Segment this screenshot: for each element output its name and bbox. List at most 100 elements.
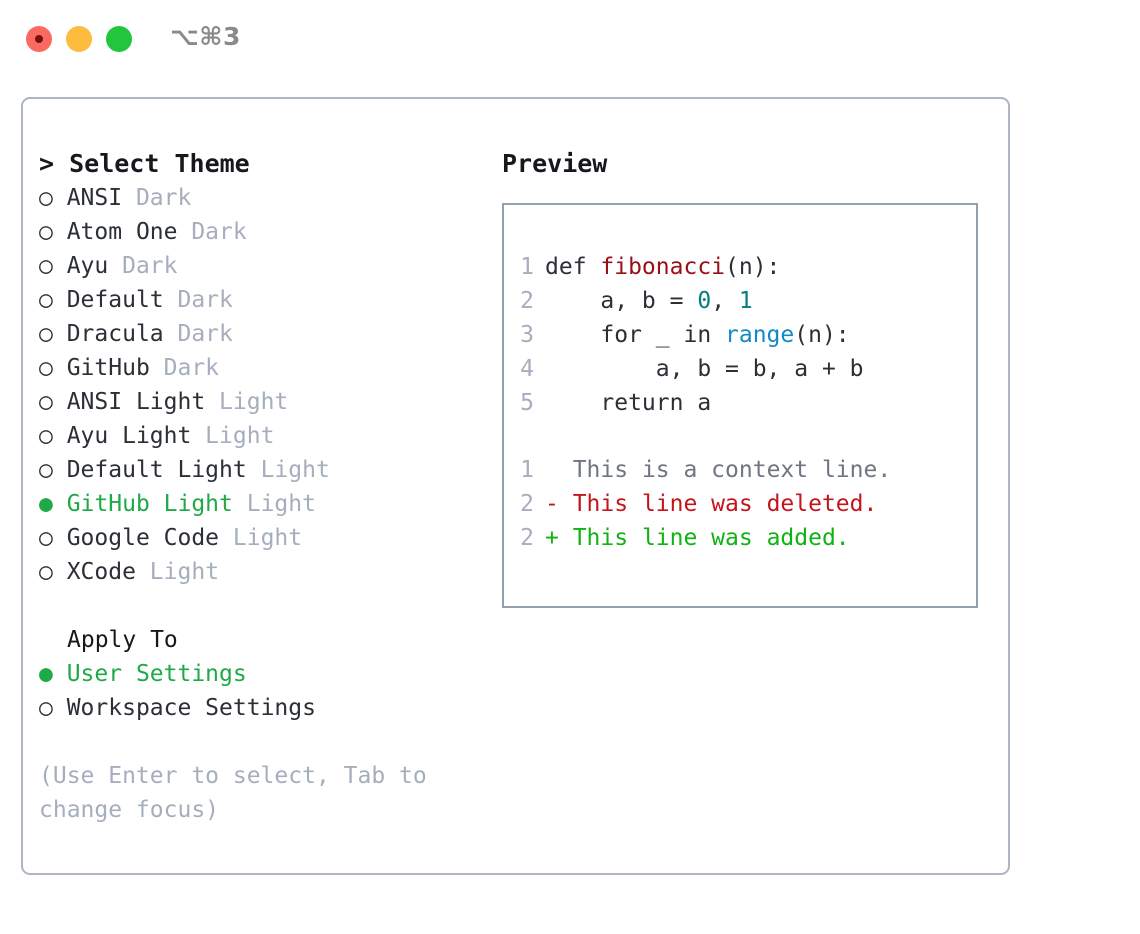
option-label: Ayu xyxy=(66,253,109,279)
code-token: (n): xyxy=(725,254,781,280)
option-variant-tag: Light xyxy=(219,525,303,551)
theme-option-7[interactable]: ○ Ayu Light Light xyxy=(39,419,489,453)
diff-text: This line was added. xyxy=(572,525,850,551)
radio-unselected-icon: ○ xyxy=(39,287,67,313)
diff-text: This line was deleted. xyxy=(572,491,878,517)
radio-unselected-icon: ○ xyxy=(39,695,67,721)
diff-text: This is a context line. xyxy=(572,457,892,483)
select-theme-heading: > Select Theme xyxy=(39,149,250,178)
code-token: return a xyxy=(545,390,712,416)
minimize-button-icon[interactable] xyxy=(66,26,92,52)
theme-option-6[interactable]: ○ ANSI Light Light xyxy=(39,385,489,419)
option-label: Atom One xyxy=(66,219,178,245)
option-label: XCode xyxy=(66,559,136,585)
option-variant-tag: Dark xyxy=(177,219,247,245)
keyboard-hint-text: (Use Enter to select, Tab to change focu… xyxy=(39,763,427,823)
diff-sample: 1 This is a context line.2- This line wa… xyxy=(520,453,891,555)
diff-line-number: 2 xyxy=(520,491,534,517)
code-token: 0 xyxy=(697,288,712,314)
option-variant-tag: Dark xyxy=(149,355,220,381)
theme-selector-column: > Select Theme ○ ANSI Dark○ Atom One Dar… xyxy=(39,147,489,827)
window-title: ⌥⌘3 xyxy=(170,22,241,51)
code-line: 3 for _ in range(n): xyxy=(520,318,864,352)
option-variant-tag: Light xyxy=(246,457,330,483)
preview-heading: Preview xyxy=(502,149,608,178)
theme-option-9[interactable]: ● GitHub Light Light xyxy=(39,487,489,521)
panel-columns: > Select Theme ○ ANSI Dark○ Atom One Dar… xyxy=(23,99,1008,873)
apply-to-option-1[interactable]: ○ Workspace Settings xyxy=(39,691,489,725)
apply-to-heading: Apply To xyxy=(67,627,178,653)
theme-option-5[interactable]: ○ GitHub Dark xyxy=(39,351,489,385)
diff-marker xyxy=(545,457,573,483)
diff-line: 2+ This line was added. xyxy=(520,521,891,555)
radio-unselected-icon: ○ xyxy=(39,559,67,585)
code-line: 2 a, b = 0, 1 xyxy=(520,284,864,318)
radio-unselected-icon: ○ xyxy=(39,253,67,279)
diff-marker: + xyxy=(545,525,573,551)
code-line-number: 2 xyxy=(520,288,534,314)
option-variant-tag: Dark xyxy=(163,321,233,347)
code-token: range xyxy=(725,322,795,348)
radio-unselected-icon: ○ xyxy=(39,355,67,381)
option-label: Ayu Light xyxy=(66,423,192,449)
apply-to-option-list: ● User Settings○ Workspace Settings xyxy=(39,657,489,725)
radio-unselected-icon: ○ xyxy=(39,457,67,483)
option-variant-tag: Light xyxy=(205,389,289,415)
option-label: ANSI xyxy=(66,185,123,211)
diff-line: 1 This is a context line. xyxy=(520,453,891,487)
code-token: a, b = xyxy=(545,288,698,314)
radio-unselected-icon: ○ xyxy=(39,321,67,347)
radio-unselected-icon: ○ xyxy=(39,389,67,415)
radio-selected-icon: ● xyxy=(39,661,67,687)
code-line: 4 a, b = b, a + b xyxy=(520,352,864,386)
diff-line: 2- This line was deleted. xyxy=(520,487,891,521)
code-token: def xyxy=(545,254,601,280)
option-label: Dracula xyxy=(66,321,164,347)
radio-unselected-icon: ○ xyxy=(39,185,67,211)
radio-unselected-icon: ○ xyxy=(39,219,67,245)
option-label: Workspace Settings xyxy=(66,695,316,721)
theme-option-4[interactable]: ○ Dracula Dark xyxy=(39,317,489,351)
option-variant-tag: Dark xyxy=(108,253,178,279)
close-button-icon[interactable] xyxy=(26,26,52,52)
theme-option-1[interactable]: ○ Atom One Dark xyxy=(39,215,489,249)
option-variant-tag: Dark xyxy=(122,185,192,211)
option-label: Google Code xyxy=(66,525,220,551)
apply-to-option-0[interactable]: ● User Settings xyxy=(39,657,489,691)
code-line: 5 return a xyxy=(520,386,864,420)
code-token: (n): xyxy=(794,322,850,348)
window-titlebar: ⌥⌘3 xyxy=(0,0,1140,76)
option-label: Default Light xyxy=(66,457,247,483)
theme-option-10[interactable]: ○ Google Code Light xyxy=(39,521,489,555)
code-line-number: 3 xyxy=(520,322,534,348)
code-line-number: 5 xyxy=(520,390,534,416)
option-label: GitHub Light xyxy=(66,491,233,517)
theme-option-0[interactable]: ○ ANSI Dark xyxy=(39,181,489,215)
option-variant-tag: Light xyxy=(232,491,316,517)
option-label: GitHub xyxy=(66,355,150,381)
code-line-number: 4 xyxy=(520,356,534,382)
radio-unselected-icon: ○ xyxy=(39,525,67,551)
option-variant-tag: Dark xyxy=(163,287,233,313)
radio-selected-icon: ● xyxy=(39,491,67,517)
theme-option-2[interactable]: ○ Ayu Dark xyxy=(39,249,489,283)
option-label: ANSI Light xyxy=(66,389,206,415)
radio-unselected-icon: ○ xyxy=(39,423,67,449)
code-token: fibonacci xyxy=(600,254,726,280)
option-variant-tag: Light xyxy=(191,423,275,449)
code-token: for _ in xyxy=(545,322,726,348)
theme-option-list: ○ ANSI Dark○ Atom One Dark○ Ayu Dark○ De… xyxy=(39,181,489,589)
diff-marker: - xyxy=(545,491,573,517)
theme-option-8[interactable]: ○ Default Light Light xyxy=(39,453,489,487)
maximize-button-icon[interactable] xyxy=(106,26,132,52)
option-label: User Settings xyxy=(66,661,247,687)
theme-option-3[interactable]: ○ Default Dark xyxy=(39,283,489,317)
option-variant-tag: Light xyxy=(135,559,220,585)
code-token: a, b = b, a + b xyxy=(545,356,864,382)
code-token: , xyxy=(711,288,739,314)
theme-option-11[interactable]: ○ XCode Light xyxy=(39,555,489,589)
